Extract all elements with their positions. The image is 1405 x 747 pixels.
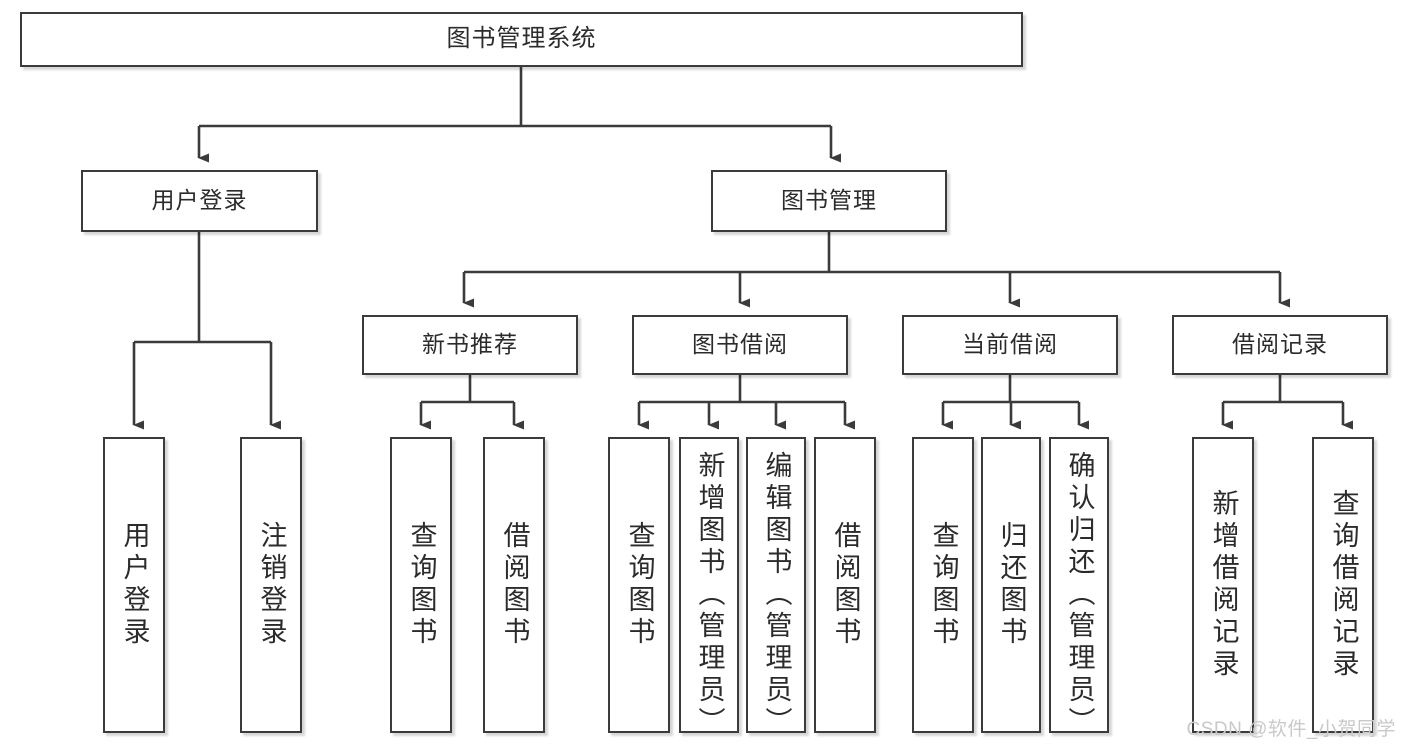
leaf-query-borrow-record[interactable]: 查询借阅记录 [1312, 437, 1374, 733]
leaf-add-book-admin[interactable]: 新增图书（管理员） [679, 437, 739, 739]
node-user-login[interactable]: 用户登录 [81, 170, 318, 232]
node-label: 注销登录 [256, 521, 287, 649]
node-label: 新书推荐 [422, 331, 518, 358]
csdn-watermark: CSDN @软件_小贺同学 [1186, 719, 1396, 740]
leaf-query-book-borrow[interactable]: 查询图书 [608, 437, 670, 733]
leaf-borrow-book-borrow[interactable]: 借阅图书 [814, 437, 876, 733]
leaf-return-book[interactable]: 归还图书 [981, 437, 1041, 733]
leaf-query-book-recommend[interactable]: 查询图书 [390, 437, 452, 733]
node-borrow-record[interactable]: 借阅记录 [1172, 315, 1388, 375]
leaf-edit-book-admin[interactable]: 编辑图书（管理员） [746, 437, 806, 739]
node-label: 查询借阅记录 [1328, 489, 1359, 681]
node-label: 用户登录 [151, 187, 248, 214]
node-current-borrow[interactable]: 当前借阅 [902, 315, 1118, 375]
node-label: 图书管理 [781, 187, 877, 214]
node-label: 编辑图书（管理员） [761, 451, 792, 739]
node-label: 新增图书（管理员） [694, 451, 725, 739]
node-book-management[interactable]: 图书管理 [711, 170, 947, 232]
node-label: 借阅记录 [1232, 331, 1328, 358]
leaf-borrow-book-recommend[interactable]: 借阅图书 [483, 437, 545, 733]
leaf-add-borrow-record[interactable]: 新增借阅记录 [1192, 437, 1254, 733]
node-label: 归还图书 [996, 521, 1027, 649]
node-label: 当前借阅 [962, 331, 1058, 358]
node-label: 图书管理系统 [446, 25, 597, 53]
node-label: 查询图书 [928, 521, 959, 649]
node-label: 图书借阅 [692, 331, 788, 358]
leaf-query-book-current[interactable]: 查询图书 [912, 437, 974, 733]
node-label: 用户登录 [119, 521, 150, 649]
node-label: 借阅图书 [499, 521, 530, 649]
node-new-book-recommend[interactable]: 新书推荐 [362, 315, 578, 375]
node-label: 借阅图书 [830, 521, 861, 649]
node-label: 新增借阅记录 [1208, 489, 1239, 681]
node-book-borrow[interactable]: 图书借阅 [632, 315, 848, 375]
node-label: 查询图书 [624, 521, 655, 649]
node-label: 确认归还（管理员） [1064, 451, 1095, 739]
leaf-confirm-return-admin[interactable]: 确认归还（管理员） [1049, 437, 1109, 739]
node-label: 查询图书 [406, 521, 437, 649]
node-root-book-management-system[interactable]: 图书管理系统 [20, 12, 1023, 67]
leaf-logout-login[interactable]: 注销登录 [240, 437, 302, 733]
leaf-user-login[interactable]: 用户登录 [103, 437, 165, 733]
